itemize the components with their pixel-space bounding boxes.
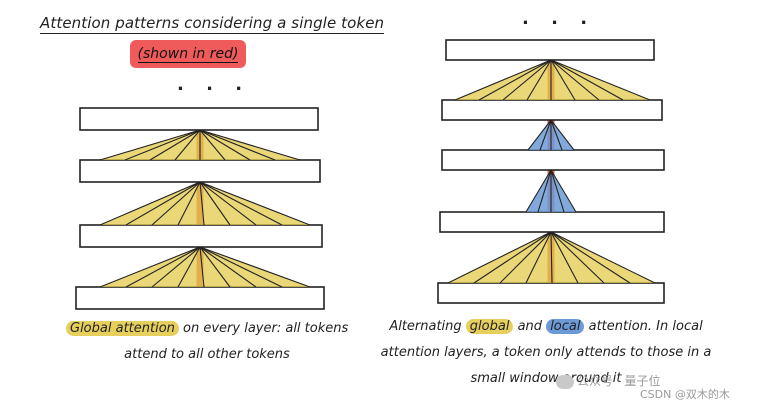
watermark-credit: CSDN @双木的木 xyxy=(640,388,730,401)
layer-bar xyxy=(445,39,655,61)
right-caption-line2: attention layers, a token only attends t… xyxy=(380,345,712,360)
ellipsis-left: . . . xyxy=(177,74,251,95)
local-highlight: local xyxy=(546,319,585,334)
right-caption-line1: Alternating global and local attention. … xyxy=(374,314,718,340)
watermark-brand: 公众号 · 量子位 xyxy=(556,372,660,389)
local-attention-fan xyxy=(525,169,577,213)
ellipsis-right: . . . xyxy=(522,8,596,29)
global-attention-fan xyxy=(447,231,656,284)
global-attention-fan xyxy=(454,59,651,101)
left-caption-line2: attend to all other tokens xyxy=(124,347,290,362)
left-panel-global xyxy=(75,107,325,310)
global-attention-fan xyxy=(99,181,311,226)
global-attention-fan xyxy=(99,129,301,161)
layer-bar xyxy=(79,107,319,131)
right-caption-and: and xyxy=(513,319,547,334)
right-caption-prefix: Alternating xyxy=(389,319,466,334)
layer-bar xyxy=(441,149,665,171)
layer-bar xyxy=(79,224,323,248)
right-caption: Alternating global and local attention. … xyxy=(374,314,718,392)
red-token-legend: (shown in red) xyxy=(130,40,246,68)
layer-bar xyxy=(75,286,325,310)
diagram-title: Attention patterns considering a single … xyxy=(40,14,385,34)
layer-bar xyxy=(441,99,663,121)
wechat-icon xyxy=(556,374,574,389)
layer-bar xyxy=(79,159,321,183)
left-caption: Global attention on every layer: all tok… xyxy=(66,316,348,368)
left-caption-line1-text: on every layer: all tokens xyxy=(178,321,349,336)
watermark-brand-text: 公众号 · 量子位 xyxy=(577,374,661,388)
global-attention-highlight: Global attention xyxy=(66,321,179,336)
right-caption-line3: small window around it xyxy=(470,371,622,386)
right-panel-alternating xyxy=(437,39,665,304)
local-attention-fan xyxy=(527,119,575,151)
right-caption-line1-rest: attention. In local xyxy=(584,319,703,334)
layer-bar xyxy=(439,211,665,233)
red-token-legend-label: (shown in red) xyxy=(137,46,239,63)
left-caption-line1: Global attention on every layer: all tok… xyxy=(66,316,348,342)
layer-bar xyxy=(437,282,665,304)
global-highlight: global xyxy=(465,319,514,334)
global-attention-fan xyxy=(99,246,311,288)
